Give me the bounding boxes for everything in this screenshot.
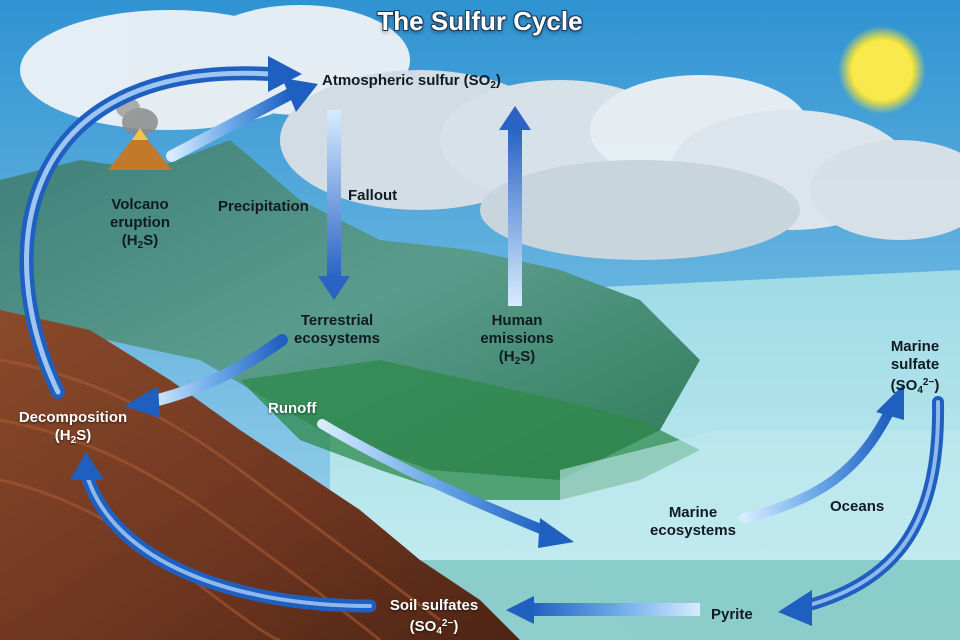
arrowhead-atmosphere-left bbox=[268, 56, 302, 92]
label-oceans: Oceans bbox=[830, 498, 885, 515]
label-human-emissions: Human emissions (H2S) bbox=[480, 312, 554, 367]
label-terrestrial-ecosystems: Terrestrial ecosystems bbox=[294, 312, 380, 347]
label-marine-sulfate: Marine sulfate (SO42−) bbox=[890, 338, 940, 396]
arrowhead-volcano bbox=[282, 78, 318, 112]
arrowhead-sulfate bbox=[876, 384, 904, 420]
arrow-fallout bbox=[327, 110, 341, 278]
label-atmospheric-sulfur: Atmospheric sulfur (SO2) bbox=[322, 72, 501, 91]
label-runoff: Runoff bbox=[268, 400, 317, 417]
sea-floor bbox=[420, 560, 960, 640]
label-fallout: Fallout bbox=[348, 187, 398, 204]
clouds bbox=[20, 5, 960, 260]
arrow-ecosystems-to-sulfate bbox=[739, 405, 895, 523]
arrowhead-runoff bbox=[538, 518, 574, 548]
arrow-human-emissions bbox=[508, 128, 522, 306]
arrow-pyrite-to-soil bbox=[530, 603, 700, 616]
arrowhead-decomposition-bottom bbox=[70, 452, 104, 480]
label-soil-sulfates: Soil sulfates (SO42−) bbox=[389, 597, 479, 637]
sun-core bbox=[852, 40, 912, 100]
arrow-runoff bbox=[317, 419, 553, 537]
arrowhead-pyrite bbox=[778, 590, 812, 626]
label-marine-ecosystems: Marine ecosystems bbox=[650, 504, 736, 539]
arrow-volcano-to-atmosphere bbox=[166, 88, 296, 162]
label-decomposition: Decomposition (H2S) bbox=[18, 409, 128, 446]
arrowhead-soil bbox=[506, 596, 534, 624]
arrow-terrestrial-to-decomposition bbox=[144, 334, 288, 408]
label-pyrite: Pyrite bbox=[711, 606, 753, 623]
diagram-title: The Sulfur Cycle bbox=[377, 6, 583, 36]
label-precipitation: Precipitation bbox=[218, 198, 309, 215]
arrowhead-human bbox=[499, 106, 531, 130]
label-volcano-eruption: Volcano eruption (H2S) bbox=[110, 196, 170, 251]
arrowhead-decomposition bbox=[124, 386, 160, 418]
soil-cliff bbox=[0, 310, 520, 640]
arrowhead-fallout bbox=[318, 276, 350, 300]
